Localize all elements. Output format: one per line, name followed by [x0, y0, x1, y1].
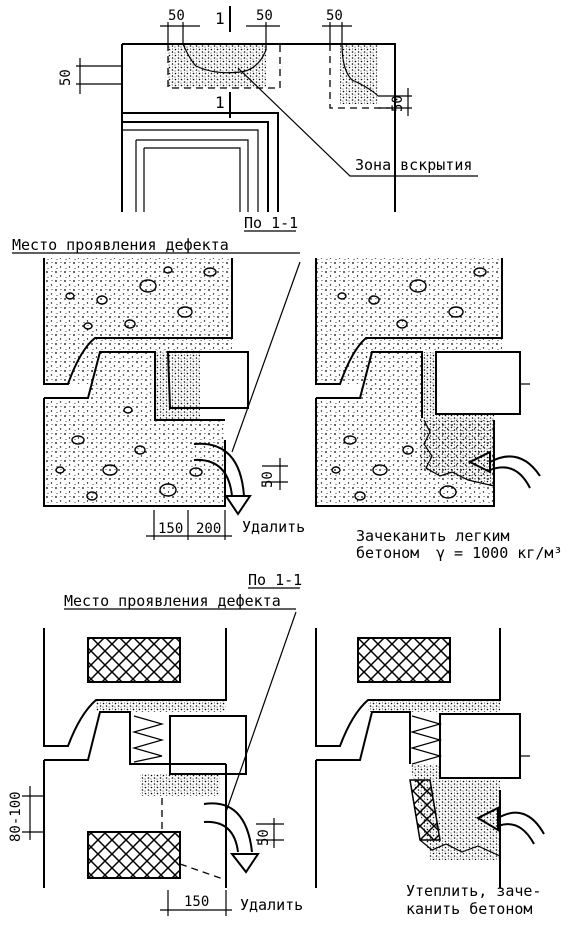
- detail-a-left: [43, 258, 301, 516]
- insulation-b-right-top: [357, 637, 451, 683]
- opening-zone-2: [340, 44, 378, 104]
- remove-label-b: Удалить: [240, 896, 303, 914]
- section-b-caption: По 1-1: [248, 571, 302, 589]
- detail-a-right: [315, 258, 541, 507]
- dim-50-e: 50: [390, 95, 406, 112]
- fix-formula-a: γ = 1000 кг/м³: [436, 544, 562, 562]
- fix-label-b-1: Утеплить, заче-: [406, 882, 541, 900]
- aggregate-a-left: [55, 266, 217, 501]
- top-plan: 1 1 50 50 50 50 50 Зона вскрытия: [58, 6, 478, 212]
- section-a: По 1-1 Место проявления дефекта: [12, 214, 562, 562]
- section-b-defect-label: Место проявления дефекта: [64, 592, 281, 610]
- section-mark-top: 1: [215, 9, 225, 28]
- section-mark-bottom: 1: [215, 93, 225, 112]
- remove-label-a: Удалить: [242, 518, 305, 536]
- dim-150-a: 150: [158, 521, 183, 537]
- fix-label-a-1: Зачеканить легким: [356, 527, 510, 545]
- zone-label: Зона вскрытия: [355, 156, 472, 174]
- section-b: По 1-1 Место проявления дефекта 80-10: [8, 571, 545, 918]
- dim-80-100: 80-100: [8, 791, 24, 842]
- detail-b-right: [315, 628, 545, 888]
- dim-50-a2: 50: [260, 471, 276, 488]
- dim-50-b2: 50: [256, 829, 272, 846]
- insulation-b-left-top: [87, 637, 181, 683]
- fix-label-b-2: канить бетоном: [406, 900, 532, 918]
- dim-50-a: 50: [168, 8, 185, 24]
- insulation-b-left-bottom: [87, 831, 181, 879]
- dim-50-b: 50: [256, 8, 273, 24]
- dim-200-a: 200: [196, 521, 221, 537]
- detail-b-left: [43, 611, 297, 888]
- fix-label-a-2: бетоном: [356, 544, 419, 562]
- dim-150-b: 150: [184, 894, 209, 910]
- aggregate-a-right: [331, 267, 487, 501]
- dim-50-c: 50: [326, 8, 343, 24]
- section-a-caption: По 1-1: [244, 214, 298, 232]
- section-a-defect-label: Место проявления дефекта: [12, 236, 229, 254]
- dim-50-d: 50: [58, 69, 74, 86]
- opening-zone-1: [168, 44, 266, 88]
